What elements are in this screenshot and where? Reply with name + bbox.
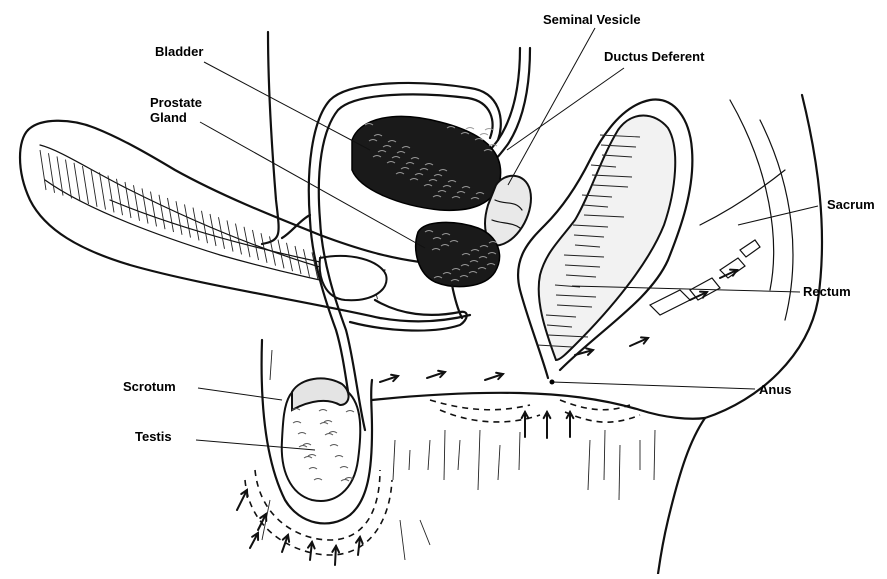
- shaft-hatch-line: [176, 201, 182, 235]
- shaft-hatch-line: [74, 163, 80, 201]
- shaft-hatch-line: [185, 204, 191, 237]
- texture-stroke: [485, 129, 493, 131]
- shaft-hatch-line: [244, 227, 250, 257]
- bladder: [352, 116, 501, 210]
- label-testis: Testis: [135, 429, 172, 444]
- shaft-hatch-line: [210, 214, 216, 246]
- shaft-hatch-line: [83, 166, 89, 204]
- shaft-hatch-line: [151, 192, 157, 227]
- testis: [282, 378, 361, 501]
- shaft-hatch-line: [40, 150, 46, 190]
- shaft-hatch-line: [134, 185, 140, 221]
- anus-marker: [550, 380, 555, 385]
- shaft-hatch-line: [100, 172, 106, 209]
- label-prostate-line1: Prostate: [150, 95, 202, 110]
- label-bladder: Bladder: [155, 44, 203, 59]
- leader-sacrum: [738, 206, 818, 225]
- label-ductus-deferent: Ductus Deferent: [604, 49, 705, 64]
- shaft-hatch-line: [159, 195, 165, 229]
- leader-scrotum: [198, 388, 282, 400]
- label-anus: Anus: [759, 382, 792, 397]
- texture-stroke: [466, 128, 474, 130]
- shaft-hatch-line: [125, 182, 131, 218]
- shaft-hatch-line: [66, 160, 72, 199]
- shaft-hatch-line: [49, 153, 55, 193]
- shaft-hatch-line: [202, 211, 208, 243]
- label-scrotum: Scrotum: [123, 379, 176, 394]
- label-prostate-line2: Gland: [150, 110, 187, 125]
- rectum: [518, 100, 692, 378]
- shaft-hatch-line: [193, 208, 199, 241]
- shaft-hatch-line: [142, 188, 148, 223]
- prostate-gland: [416, 222, 500, 318]
- label-rectum: Rectum: [803, 284, 851, 299]
- label-sacrum: Sacrum: [827, 197, 875, 212]
- shaft-hatch-line: [91, 169, 97, 207]
- shaft-hatch-line: [168, 198, 174, 232]
- leader-anus: [552, 382, 755, 389]
- label-seminal-vesicle: Seminal Vesicle: [543, 12, 641, 27]
- texture-stroke: [480, 134, 488, 136]
